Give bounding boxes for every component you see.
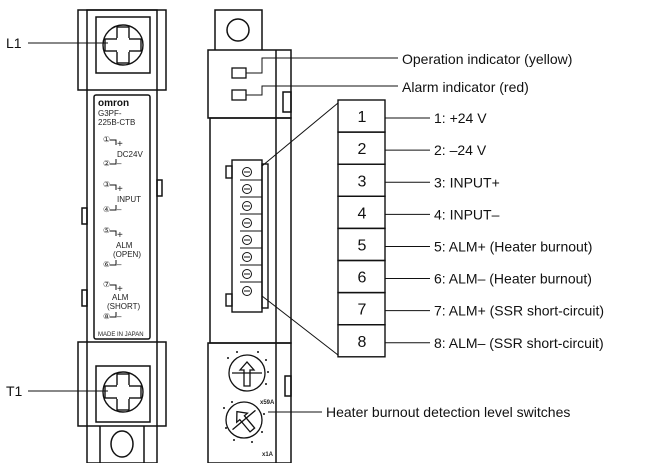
terminal-label-5: 5: ALM+ (Heater burnout) — [434, 238, 592, 254]
rotary-switch-lower — [225, 401, 263, 439]
switch-range-lower: x1A — [262, 452, 274, 458]
terminal-block-zoom: 1 1: +24 V 2 2: –24 V 3 3: INPUT+ 4 4: INPUT– 5 5… — [337, 99, 604, 358]
plus-4: + — [117, 284, 123, 295]
terminal-label-4: 4: INPUT– — [434, 206, 500, 222]
minus-3: – — [117, 260, 122, 269]
terminal-number-2: 2 — [358, 141, 367, 158]
label-t1: T1 — [6, 383, 23, 399]
circle-5: ⑤ — [103, 226, 110, 235]
made-in-text: MADE IN JAPAN — [98, 332, 144, 338]
terminal-label-7: 7: ALM+ (SSR short-circuit) — [434, 303, 604, 319]
alarm-indicator-led — [231, 89, 247, 101]
switch-scale-marks — [223, 351, 269, 443]
connector-screw-2 — [242, 184, 252, 194]
operation-indicator-led — [231, 67, 247, 79]
model-text-2: 225B-CTB — [98, 118, 135, 127]
terminal-cell-8 — [337, 324, 386, 358]
label-l1: L1 — [6, 35, 22, 51]
label-operation-indicator: Operation indicator (yellow) — [402, 51, 572, 67]
terminal-number-8: 8 — [358, 334, 367, 351]
model-text-1: G3PF- — [98, 109, 122, 118]
circle-8: ⑧ — [103, 312, 110, 321]
alm2-text: ALM — [112, 293, 129, 302]
circle-7: ⑦ — [103, 280, 110, 289]
circle-2: ② — [103, 159, 110, 168]
minus-2: – — [117, 205, 122, 214]
connector-screw-6 — [242, 252, 252, 262]
terminal-label-1: 1: +24 V — [434, 110, 487, 126]
rotary-switch-upper — [228, 354, 266, 392]
circle-1: ① — [103, 135, 110, 144]
plus-1: + — [117, 139, 123, 150]
connector-screw-4 — [242, 218, 252, 228]
terminal-number-5: 5 — [358, 237, 367, 254]
zoom-line-top — [261, 102, 339, 167]
terminal-number-3: 3 — [358, 173, 367, 190]
front-panel-label: omron G3PF- 225B-CTB ① + DC24V ② – ③ + I… — [98, 98, 144, 338]
connector-screw-5 — [242, 235, 252, 245]
circle-3: ③ — [103, 180, 110, 189]
alm-text: ALM — [116, 241, 133, 250]
terminal-t1-screw — [102, 371, 144, 413]
terminal-number-4: 4 — [358, 205, 367, 222]
brand-text: omron — [98, 98, 129, 109]
terminal-l1-screw — [102, 24, 144, 66]
input-text: INPUT — [117, 195, 141, 204]
connector-screw-1 — [242, 167, 252, 177]
connector-screw-7 — [242, 269, 252, 279]
leader-operation-indicator — [246, 57, 398, 74]
label-alarm-indicator: Alarm indicator (red) — [402, 79, 529, 95]
zoom-line-bottom — [261, 295, 339, 356]
connector-screw-3 — [242, 201, 252, 211]
plus-2: + — [117, 184, 123, 195]
short-text: (SHORT) — [107, 302, 141, 311]
terminal-label-2: 2: –24 V — [434, 142, 487, 158]
label-heater-switches: Heater burnout detection level switches — [326, 404, 570, 420]
side-device-body — [207, 9, 292, 463]
terminal-number-6: 6 — [358, 270, 367, 287]
leader-alarm-indicator — [246, 85, 398, 96]
minus-4: – — [117, 312, 122, 321]
terminal-number-1: 1 — [358, 109, 367, 126]
dc24v-text: DC24V — [117, 150, 143, 159]
plus-3: + — [117, 230, 123, 241]
terminal-label-3: 3: INPUT+ — [434, 174, 500, 190]
terminal-number-7: 7 — [358, 302, 367, 319]
left-device-body — [77, 9, 167, 463]
minus-1: – — [117, 159, 122, 168]
switch-range-upper: x59A — [260, 400, 275, 406]
circle-6: ⑥ — [103, 260, 110, 269]
circle-4: ④ — [103, 205, 110, 214]
terminal-label-8: 8: ALM– (SSR short-circuit) — [434, 335, 604, 351]
connector-screws — [240, 167, 262, 296]
terminal-label-6: 6: ALM– (Heater burnout) — [434, 271, 592, 287]
panel-bracket-lines — [110, 139, 117, 318]
open-text: (OPEN) — [113, 250, 141, 259]
connector-screw-8 — [242, 286, 252, 296]
